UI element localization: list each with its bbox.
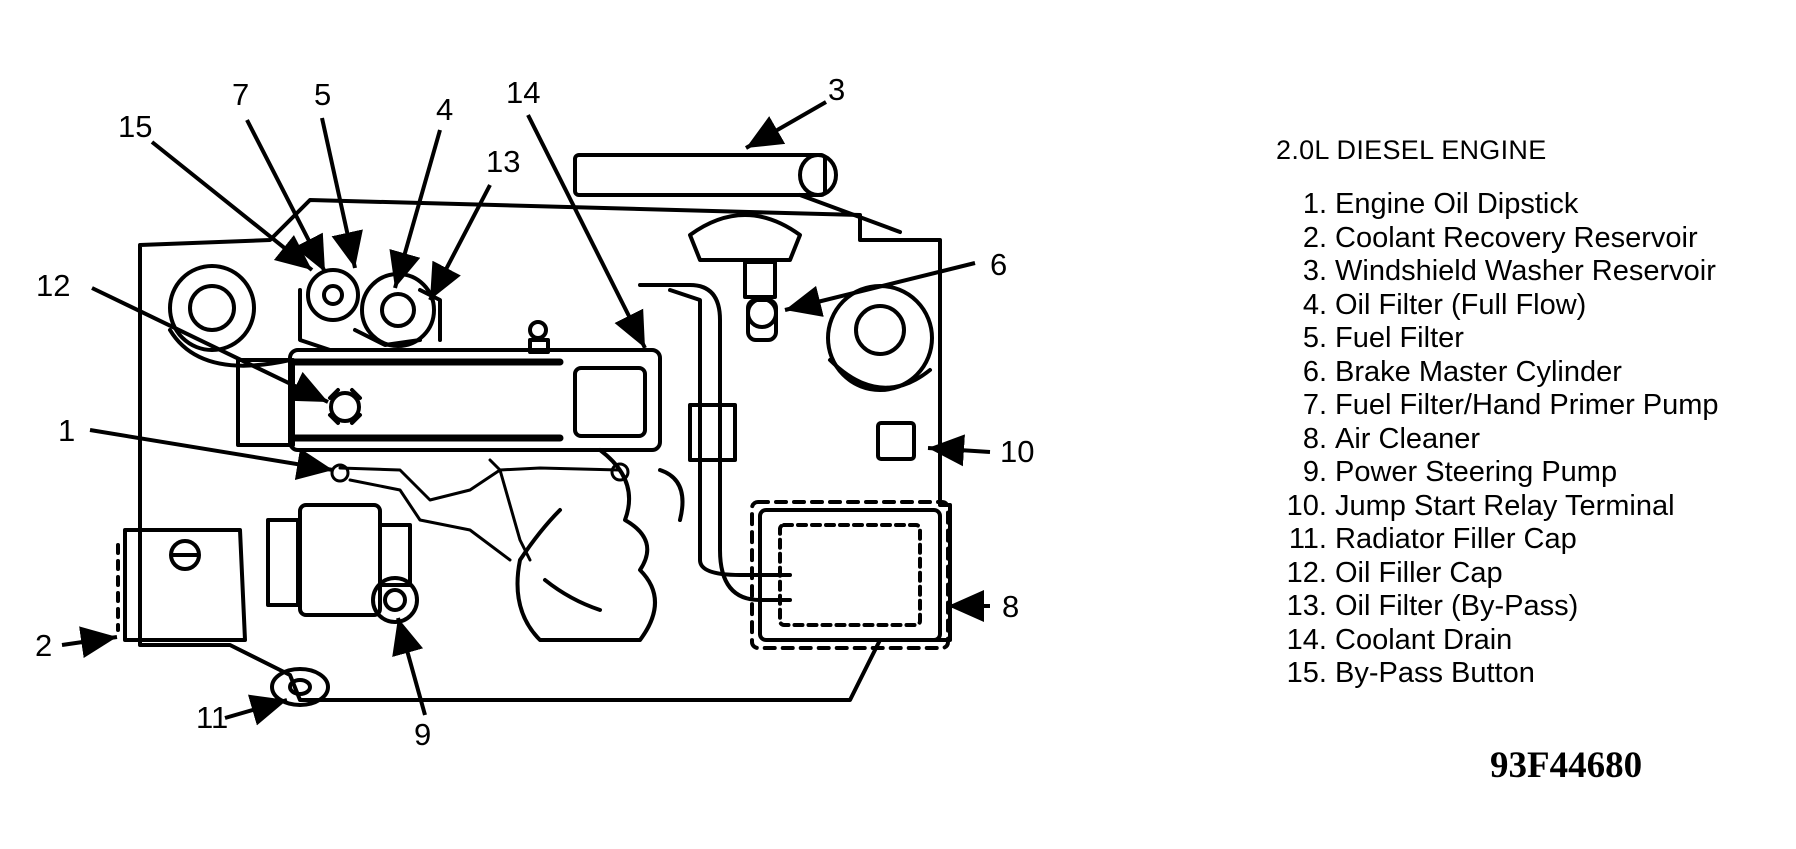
parts-legend: 2.0L DIESEL ENGINE 1.Engine Oil Dipstick… — [1276, 135, 1776, 691]
callout-2: 2 — [35, 628, 52, 663]
callout-11: 11 — [196, 700, 228, 735]
callout-7: 7 — [232, 77, 249, 112]
legend-item: 12.Oil Filler Cap — [1276, 557, 1776, 591]
leader-6 — [784, 261, 976, 317]
callout-6: 6 — [990, 247, 1007, 282]
filter-cluster — [298, 268, 442, 352]
legend-item: 5.Fuel Filter — [1276, 322, 1776, 356]
legend-item-number: 7. — [1302, 389, 1327, 421]
legend-item: 6.Brake Master Cylinder — [1276, 356, 1776, 390]
legend-item-label: Radiator Filler Cap — [1335, 523, 1577, 555]
legend-item: 15.By-Pass Button — [1276, 657, 1776, 691]
leader-5 — [320, 117, 363, 269]
leader-2 — [61, 626, 118, 659]
left-strut-tower — [168, 264, 292, 368]
legend-item-label: Oil Filter (By-Pass) — [1335, 590, 1579, 622]
leader-14 — [526, 114, 647, 349]
legend-item: 8.Air Cleaner — [1276, 423, 1776, 457]
leader-12 — [91, 286, 329, 404]
legend-item: 13.Oil Filter (By-Pass) — [1276, 590, 1776, 624]
legend-item: 7.Fuel Filter/Hand Primer Pump — [1276, 389, 1776, 423]
leader-1 — [89, 428, 334, 480]
legend-item-number: 12. — [1286, 556, 1327, 589]
oil-filler-cap — [328, 388, 362, 425]
washer-reservoir — [573, 153, 902, 234]
coolant-recovery-reservoir — [116, 528, 247, 642]
coolant-drain — [528, 320, 550, 354]
legend-item: 9.Power Steering Pump — [1276, 456, 1776, 490]
callout-9: 9 — [414, 717, 431, 752]
legend-item-number: 3. — [1302, 255, 1327, 287]
legend-item-number: 5. — [1302, 322, 1327, 354]
injection-lines — [330, 458, 630, 562]
callout-4: 4 — [436, 92, 453, 127]
jump-start-relay-terminal — [876, 421, 916, 461]
callout-10: 10 — [1000, 434, 1034, 469]
legend-item-number: 8. — [1302, 422, 1327, 455]
legend-item-number: 6. — [1302, 355, 1327, 388]
legend-item-label: Oil Filler Cap — [1335, 556, 1503, 589]
leader-13 — [428, 184, 492, 301]
legend-item-number: 1. — [1302, 188, 1327, 220]
callout-5: 5 — [314, 77, 331, 112]
power-steering-pump — [266, 503, 419, 624]
leader-15 — [150, 140, 314, 272]
legend-item-label: Power Steering Pump — [1335, 456, 1618, 488]
legend-item-number: 10. — [1286, 489, 1327, 522]
legend-item-label: Jump Start Relay Terminal — [1335, 489, 1675, 522]
legend-item-label: Engine Oil Dipstick — [1335, 188, 1579, 220]
legend-item-label: By-Pass Button — [1335, 657, 1535, 689]
engine-compartment-diagram: 15 7 5 4 14 13 3 12 6 1 10 8 2 11 9 — [35, 72, 1034, 752]
callout-15: 15 — [118, 109, 152, 144]
legend-item: 3.Windshield Washer Reservoir — [1276, 255, 1776, 289]
legend-item-number: 13. — [1286, 590, 1327, 622]
brake-master-cylinder — [688, 213, 802, 342]
legend-item: 1.Engine Oil Dipstick — [1276, 188, 1776, 222]
legend-title: 2.0L DIESEL ENGINE — [1276, 135, 1547, 165]
legend-item-label: Coolant Recovery Reservoir — [1335, 221, 1698, 254]
legend-item-label: Air Cleaner — [1335, 422, 1481, 455]
legend-item: 14.Coolant Drain — [1276, 624, 1776, 658]
legend-item-label: Brake Master Cylinder — [1335, 355, 1622, 388]
legend-item: 2.Coolant Recovery Reservoir — [1276, 222, 1776, 256]
legend-item-number: 4. — [1302, 288, 1327, 321]
legend-item-number: 2. — [1302, 221, 1327, 254]
legend-item-label: Fuel Filter/Hand Primer Pump — [1335, 389, 1719, 421]
leader-11 — [224, 694, 288, 726]
callout-13: 13 — [486, 144, 520, 179]
right-strut-tower — [826, 284, 934, 392]
legend-item-number: 14. — [1286, 623, 1327, 656]
leader-4 — [389, 129, 442, 289]
leader-9 — [392, 617, 427, 716]
callout-12: 12 — [36, 268, 70, 303]
figure-id: 93F44680 — [1490, 745, 1643, 786]
callout-1: 1 — [58, 413, 75, 448]
leader-10 — [927, 434, 991, 467]
legend-item-label: Coolant Drain — [1335, 623, 1513, 656]
radiator-filler-cap — [270, 667, 330, 707]
legend-item-number: 15. — [1286, 657, 1327, 689]
legend-item: 4.Oil Filter (Full Flow) — [1276, 289, 1776, 323]
legend-item: 10.Jump Start Relay Terminal — [1276, 490, 1776, 524]
callout-14: 14 — [506, 75, 540, 110]
legend-item-label: Oil Filter (Full Flow) — [1335, 288, 1587, 321]
legend-item-label: Fuel Filter — [1335, 322, 1464, 354]
legend-item: 11.Radiator Filler Cap — [1276, 523, 1776, 557]
callout-8: 8 — [1002, 589, 1019, 624]
leader-7 — [245, 119, 327, 273]
legend-item-label: Windshield Washer Reservoir — [1335, 255, 1716, 287]
engine-block — [515, 448, 657, 642]
callout-3: 3 — [828, 72, 845, 107]
valve-cover — [236, 348, 662, 452]
air-cleaner — [750, 500, 950, 650]
legend-item-number: 9. — [1302, 456, 1327, 488]
legend-item-number: 11. — [1288, 523, 1327, 555]
leader-3 — [745, 100, 827, 150]
intake-hose — [638, 283, 792, 602]
